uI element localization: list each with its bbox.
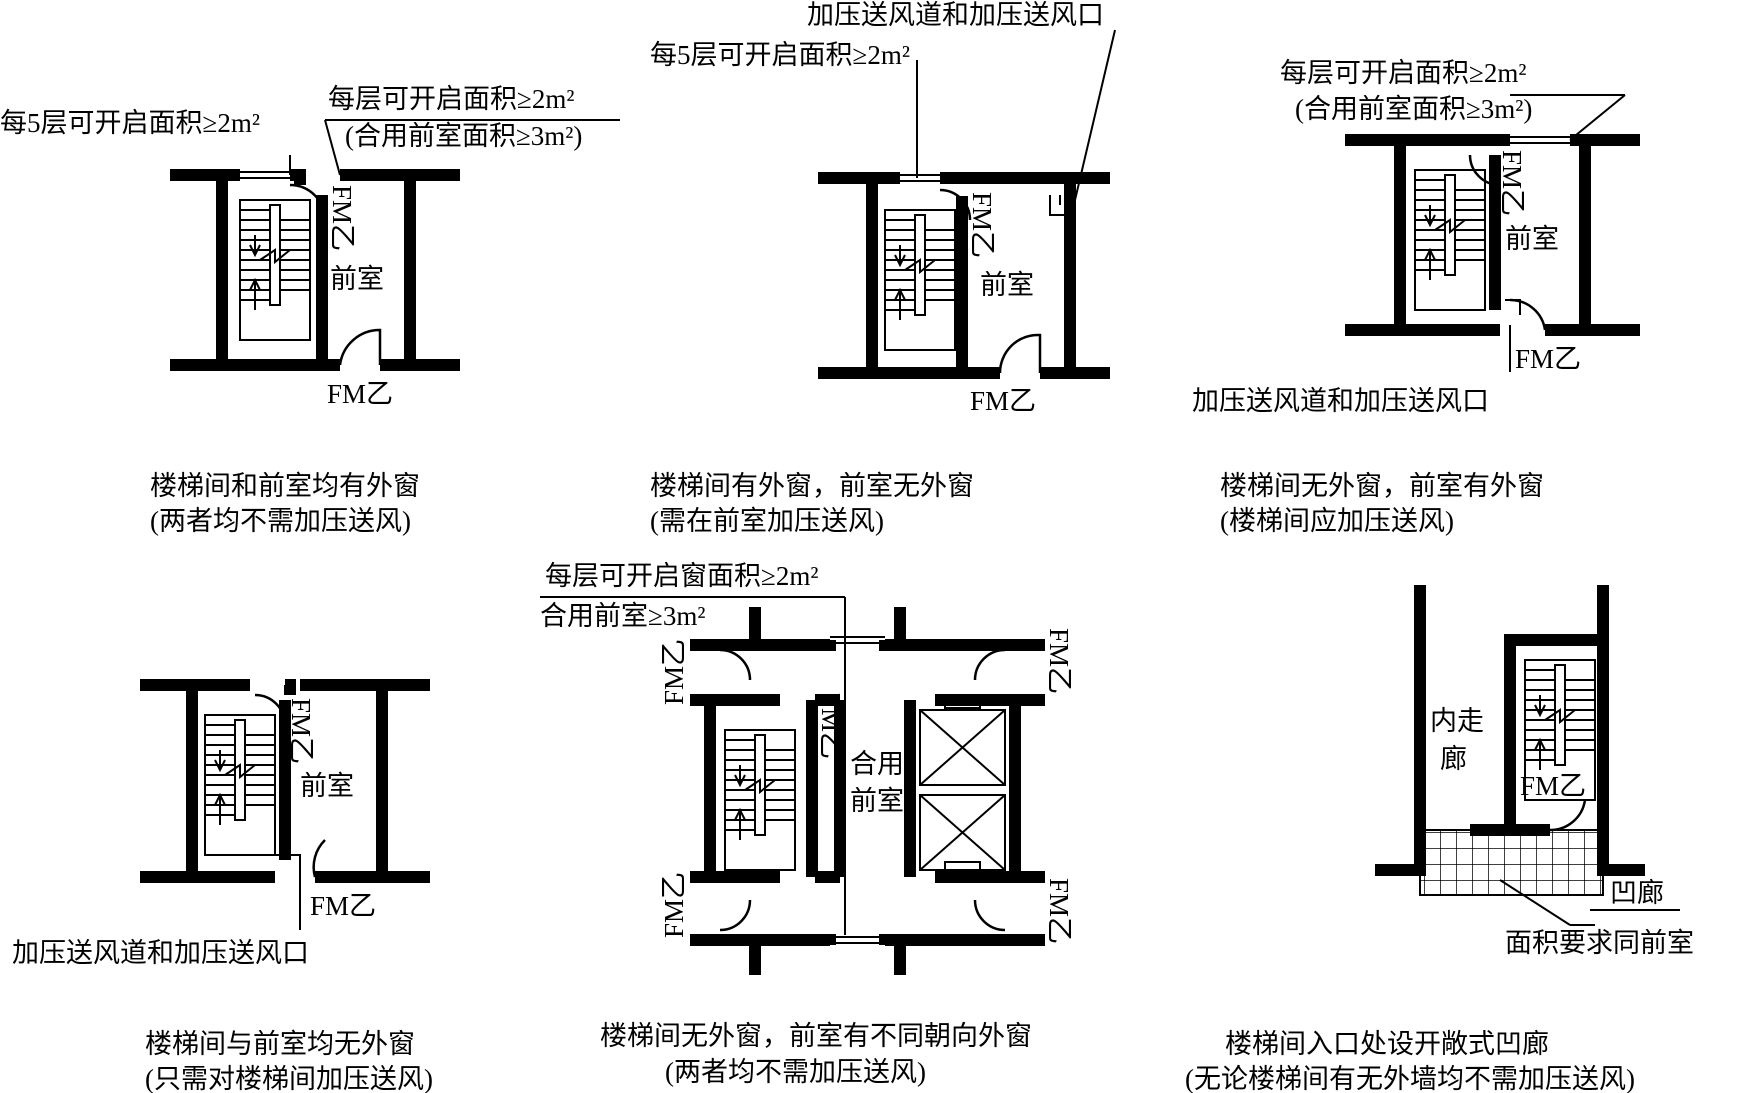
label-combined3-d5: 合用前室≥3m²: [540, 601, 705, 631]
caption-2-line2: (需在前室加压送风): [650, 506, 884, 536]
diagram-3: 每层可开启面积≥2m² (合用前室面积≥3m²) FM乙 前室 FM乙 加压送风…: [1192, 58, 1640, 416]
door-label-d3b: FM乙: [1515, 344, 1581, 374]
area-same-d6: 面积要求同前室: [1505, 928, 1694, 958]
vestibule-label-d2: 前室: [980, 270, 1034, 300]
caption-4-line1: 楼梯间与前室均无外窗: [145, 1029, 415, 1059]
label-each-floor-window-d5: 每层可开启窗面积≥2m²: [545, 561, 818, 591]
captions: 楼梯间和前室均有外窗 (两者均不需加压送风) 楼梯间有外窗，前室无外窗 (需在前…: [145, 471, 1635, 1093]
caption-5-line1: 楼梯间无外窗，前室有不同朝向外窗: [600, 1021, 1032, 1051]
diagram-1: 每5层可开启面积≥2m² 每层可开启面积≥2m² (合用前室面积≥3m²) FM…: [0, 84, 620, 409]
caption-2-line1: 楼梯间有外窗，前室无外窗: [650, 471, 974, 501]
caption-1-line2: (两者均不需加压送风): [150, 506, 411, 536]
caption-3-line2: (楼梯间应加压送风): [1220, 506, 1454, 536]
door-label-d6: FM乙: [1520, 771, 1586, 801]
door-label-d5d: FM乙: [659, 872, 689, 938]
caption-1-line1: 楼梯间和前室均有外窗: [150, 471, 420, 501]
vestibule-label-d4: 前室: [300, 771, 354, 801]
diagram-5: 每层可开启窗面积≥2m² 合用前室≥3m² FM乙 FM乙 FM乙 FM乙 FM…: [540, 561, 1074, 975]
label-duct-d3: 加压送风道和加压送风口: [1192, 386, 1489, 416]
label-each-floor-d3: 每层可开启面积≥2m²: [1280, 58, 1526, 88]
door-label-d5e: FM乙: [1044, 878, 1074, 944]
caption-4-line2: (只需对楼梯间加压送风): [145, 1064, 433, 1093]
door-label-d4a: FM乙: [286, 698, 316, 764]
label-duct-d2: 加压送风道和加压送风口: [807, 0, 1104, 30]
door-label-d2a: FM乙: [967, 192, 997, 258]
vestibule-label-d1: 前室: [330, 264, 384, 294]
combined-vestibule-a-d5: 合用: [850, 749, 904, 779]
combined-vestibule-b-d5: 前室: [850, 786, 904, 816]
diagram-2: 加压送风道和加压送风口 每5层可开启面积≥2m² FM乙 前室 FM乙: [650, 0, 1116, 416]
caption-6-line2: (无论楼梯间有无外墙均不需加压送风): [1185, 1064, 1635, 1093]
label-each-floor-d1: 每层可开启面积≥2m²: [328, 84, 574, 114]
door-label-d3a: FM乙: [1497, 150, 1527, 216]
label-every5-d2: 每5层可开启面积≥2m²: [650, 40, 910, 70]
label-combined-d1: (合用前室面积≥3m²): [345, 121, 582, 151]
label-combined-d3: (合用前室面积≥3m²): [1295, 94, 1532, 124]
caption-6-line1: 楼梯间入口处设开敞式凹廊: [1225, 1029, 1549, 1059]
door-label-d4b: FM乙: [310, 891, 376, 921]
diagram-6: 内走 廊 FM乙 凹廊 面积要求同前室: [1375, 585, 1694, 958]
label-duct-d4: 加压送风道和加压送风口: [12, 938, 309, 968]
caption-3-line1: 楼梯间无外窗，前室有外窗: [1220, 471, 1544, 501]
vestibule-label-d3: 前室: [1505, 224, 1559, 254]
inner-corridor-b-d6: 廊: [1440, 744, 1467, 774]
door-label-d5c: FM乙: [816, 693, 846, 759]
recess-corridor-d6: 凹廊: [1610, 878, 1664, 908]
caption-5-line2: (两者均不需加压送风): [665, 1057, 926, 1087]
door-label-d5a: FM乙: [659, 639, 689, 705]
door-label-d1b: FM乙: [327, 379, 393, 409]
door-label-d5b: FM乙: [1044, 628, 1074, 694]
inner-corridor-a-d6: 内走: [1430, 706, 1484, 736]
diagram-4: FM乙 前室 FM乙 加压送风道和加压送风口: [12, 679, 430, 968]
label-every5-d1: 每5层可开启面积≥2m²: [0, 108, 260, 138]
door-label-d2b: FM乙: [970, 386, 1036, 416]
door-label-d1a: FM乙: [327, 185, 357, 251]
